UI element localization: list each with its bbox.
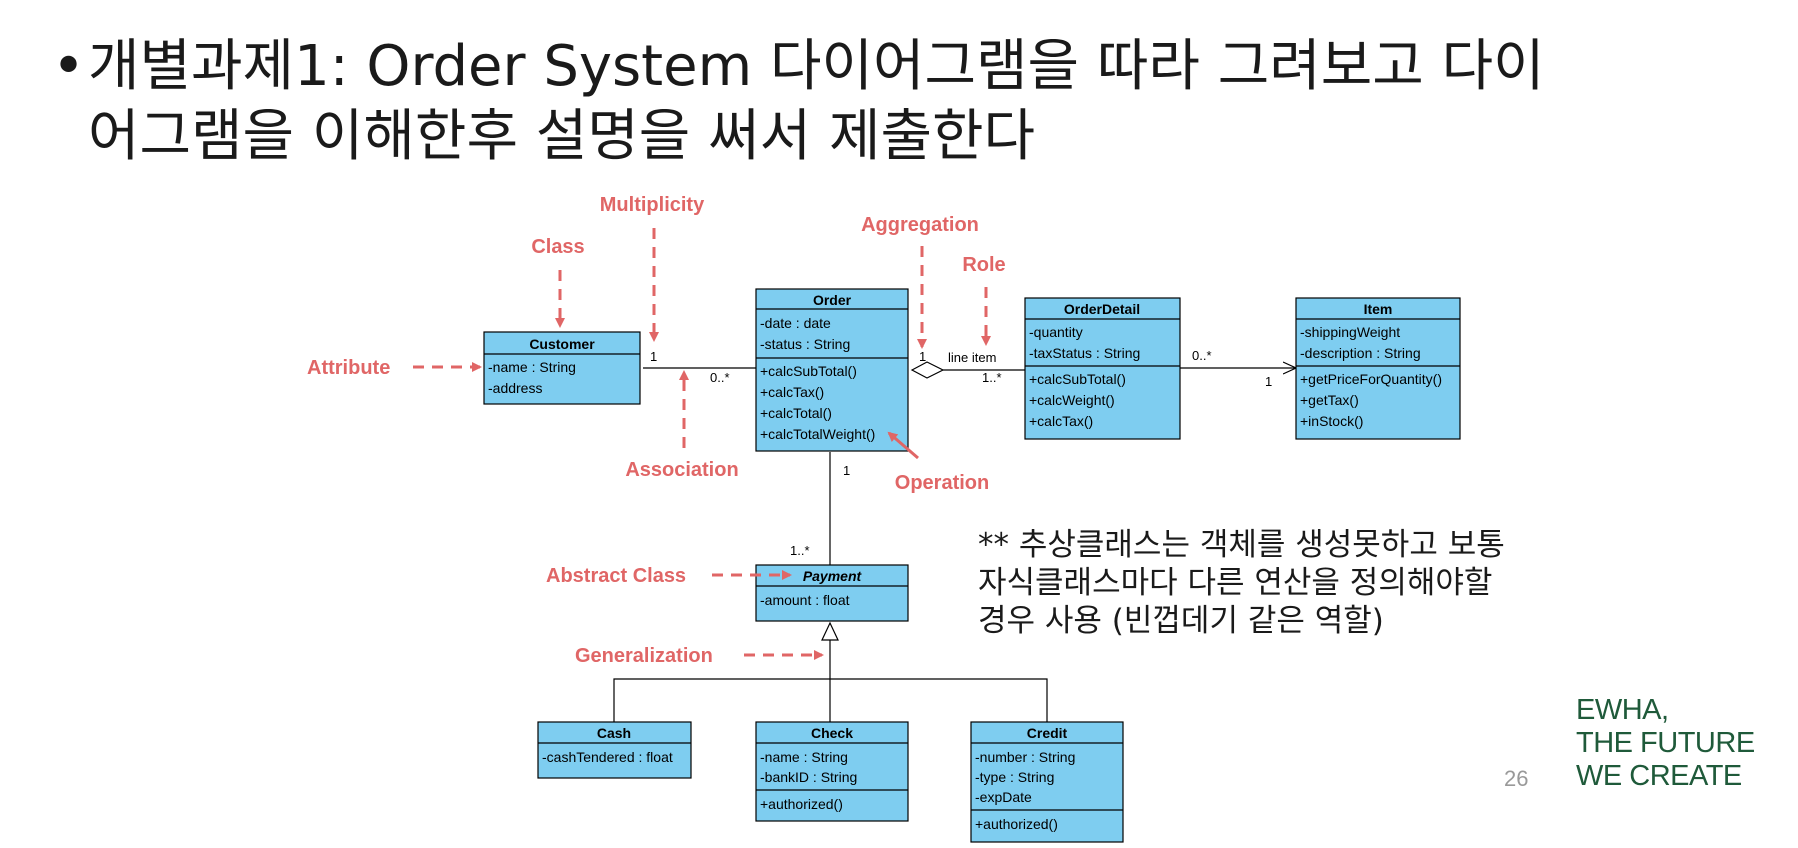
logo-line-3: WE CREATE [1576,760,1742,792]
class-cash: Cash -cashTendered : float [537,721,692,779]
generalization-triangle [821,621,839,641]
class-name: Check [811,725,853,741]
mult-order-end: 0..* [710,370,730,385]
mult-customer-end: 1 [650,349,657,364]
class-attribute: -date : date [760,315,831,331]
class-attribute: -name : String [488,359,576,375]
class-operation: +getPriceForQuantity() [1300,371,1442,387]
class-attribute: -description : String [1300,345,1421,361]
annotation-multiplicity: Multiplicity [600,194,705,216]
class-name: OrderDetail [1064,301,1140,317]
annotation-generalization: Generalization [575,645,713,667]
class-check: Check -name : String -bankID : String +a… [755,721,909,822]
generalization-branches [613,678,1048,722]
slide-title-line-2: 어그램을 이해한후 설명을 써서 제출한다 [88,104,1036,169]
slide-title-line-1: 개별과제1: Order System 다이어그램을 따라 그려보고 다이 [88,34,1545,99]
class-operation: +calcTax() [1029,413,1093,429]
annotation-role: Role [962,254,1005,276]
class-operation: +calcSubTotal() [1029,371,1126,387]
class-orderdetail: OrderDetail -quantity -taxStatus : Strin… [1024,297,1181,440]
mult-payment-order-end: 1 [843,463,850,478]
note-line-1: ** 추상클래스는 객체를 생성못하고 보통 [978,527,1505,563]
class-operation: +authorized() [975,816,1058,832]
class-attribute: -cashTendered : float [542,749,673,765]
class-attribute: -expDate [975,789,1032,805]
class-attribute: -quantity [1029,324,1083,340]
class-attribute: -taxStatus : String [1029,345,1140,361]
class-name: Cash [597,725,631,741]
mult-detail-item-item: 1 [1265,374,1272,389]
class-name: Order [813,292,852,308]
mult-payment-end: 1..* [790,543,810,558]
class-operation: +calcWeight() [1029,392,1115,408]
class-name: Customer [529,336,595,352]
class-attribute: -address [488,380,542,396]
class-operation: +inStock() [1300,413,1363,429]
class-operation: +calcTax() [760,384,824,400]
mult-orderdetail-end: 1..* [982,370,1002,385]
annotation-operation-arrow [887,431,919,460]
class-item: Item -shippingWeight -description : Stri… [1295,297,1461,440]
annotation-class: Class [531,236,584,258]
aggregation-diamond [910,361,945,379]
note-line-2: 자식클래스마다 다른 연산을 정의해야할 [978,565,1493,601]
class-operation: +calcSubTotal() [760,363,857,379]
mult-detail-item-detail: 0..* [1192,348,1212,363]
annotation-association: Association [625,459,738,481]
class-order: Order -date : date -status : String +cal… [755,288,909,452]
class-attribute: -name : String [760,749,848,765]
class-operation: +getTax() [1300,392,1359,408]
slide-title: • 개별과제1: Order System 다이어그램을 따라 그려보고 다이 … [52,32,1612,172]
class-attribute: -number : String [975,749,1075,765]
bullet: • [52,34,86,99]
class-attribute: -bankID : String [760,769,857,785]
logo-line-2: THE FUTURE [1576,727,1755,759]
class-name: Payment [803,568,863,584]
class-attribute: -type : String [975,769,1054,785]
class-credit: Credit -number : String -type : String -… [970,721,1124,843]
role-line-item: line item [948,350,996,365]
class-name: Item [1364,301,1393,317]
class-payment: Payment -amount : float [755,564,909,622]
annotation-attribute: Attribute [307,357,390,379]
mult-aggregation-order: 1 [919,349,926,364]
annotation-aggregation: Aggregation [861,214,979,236]
class-attribute: -shippingWeight [1300,324,1400,340]
logo-line-1: EWHA, [1576,694,1669,726]
class-operation: +calcTotalWeight() [760,426,875,442]
annotation-abstract-class: Abstract Class [546,565,686,587]
class-name: Credit [1027,725,1068,741]
class-attribute: -status : String [760,336,850,352]
class-customer: Customer -name : String -address [483,331,641,405]
class-operation: +calcTotal() [760,405,832,421]
note-line-3: 경우 사용 (빈껍데기 같은 역할) [978,603,1384,639]
abstract-class-note: ** 추상클래스는 객체를 생성못하고 보통 자식클래스마다 다른 연산을 정의… [978,526,1698,640]
page-number: 26 [1504,766,1529,791]
annotation-operation: Operation [895,472,989,494]
ewha-logo: EWHA, THE FUTURE WE CREATE [1576,694,1755,793]
class-attribute: -amount : float [760,592,850,608]
class-operation: +authorized() [760,796,843,812]
